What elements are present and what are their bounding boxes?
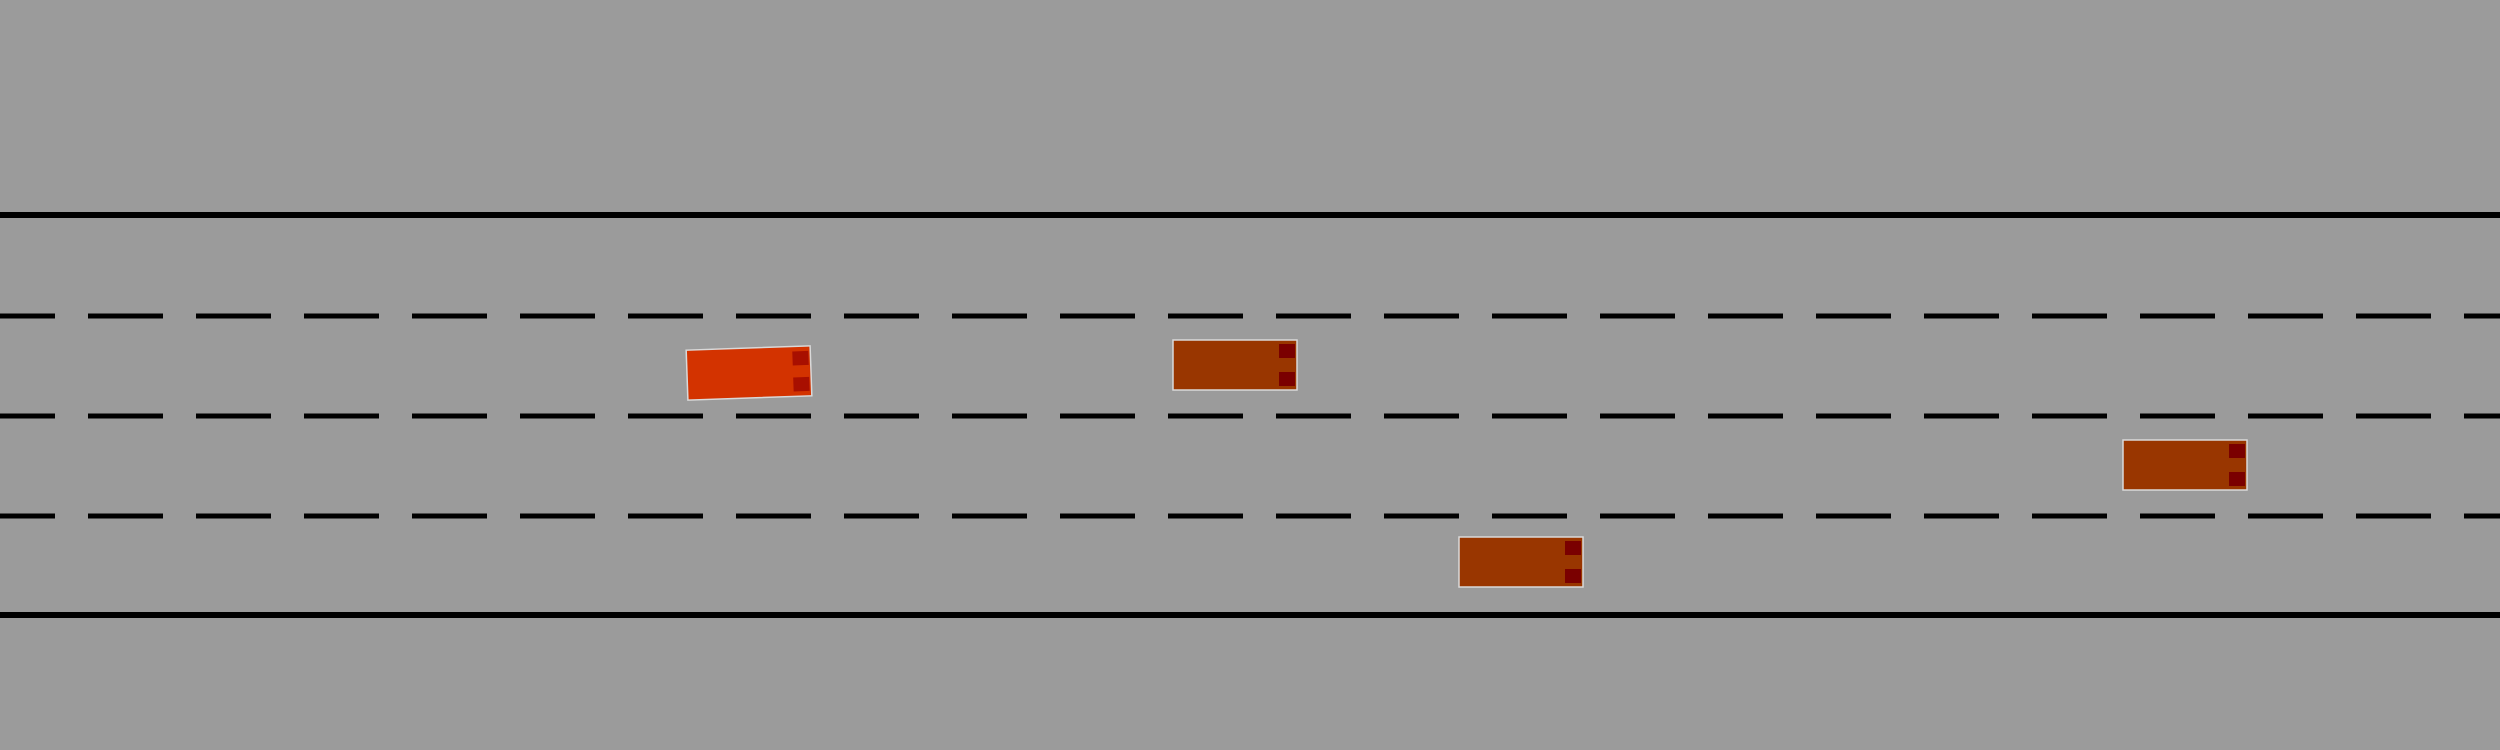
vehicle-3-tail-light-right (1565, 569, 1581, 583)
vehicle-2-tail-light-left (2229, 444, 2245, 458)
ego-vehicle (685, 345, 813, 401)
vehicle-1-tail-light-right (1279, 372, 1295, 386)
ego-tail-light-right (793, 376, 810, 392)
vehicle-2-tail-light-right (2229, 472, 2245, 486)
vehicle-2 (2122, 439, 2248, 491)
vehicle-1-tail-light-left (1279, 344, 1295, 358)
vehicle-1-body (1172, 339, 1298, 391)
vehicle-3-tail-light-left (1565, 541, 1581, 555)
vehicle-3-body (1458, 536, 1584, 588)
ego-vehicle-body (685, 345, 813, 401)
vehicle-3 (1458, 536, 1584, 588)
vehicle-1 (1172, 339, 1298, 391)
ego-tail-light-left (792, 350, 809, 366)
vehicle-2-body (2122, 439, 2248, 491)
